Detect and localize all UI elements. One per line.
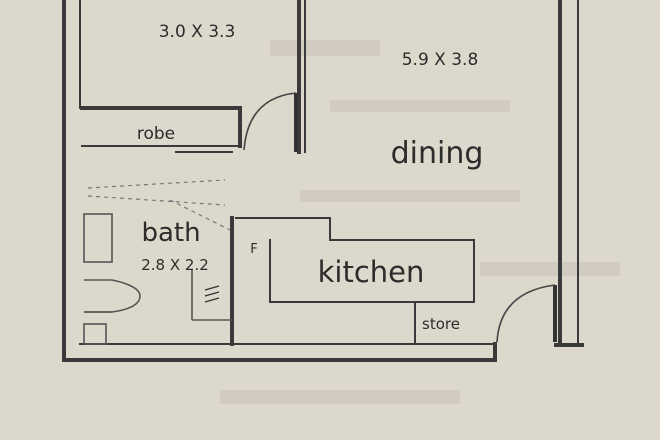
paper-show-through — [300, 190, 520, 202]
paper-show-through — [270, 40, 380, 56]
vanity-icon — [83, 213, 113, 263]
kitchen-walls — [230, 216, 475, 346]
stairs-icon — [204, 285, 220, 303]
robe-label: robe — [137, 124, 175, 144]
outer-walls — [62, 0, 584, 362]
dining-label: dining — [391, 136, 484, 171]
bath-dimensions: 2.8 X 2.2 — [141, 256, 209, 274]
kitchen-label: kitchen — [318, 255, 425, 289]
bath-fixtures — [83, 213, 232, 345]
paper-show-through — [220, 390, 460, 404]
bedroom-door-swing-icon — [243, 92, 298, 152]
store-label: store — [422, 315, 460, 333]
bedroom-dimensions: 3.0 X 3.3 — [159, 22, 236, 42]
entry-door-swing-icon — [496, 284, 557, 343]
paper-show-through — [480, 262, 620, 276]
fridge-mark: F — [250, 242, 257, 257]
paper-show-through — [330, 100, 510, 112]
bath-label: bath — [141, 218, 200, 248]
bath-corner-box — [83, 323, 107, 345]
dashed-lines — [87, 179, 231, 231]
bedroom-walls — [80, 0, 306, 154]
toilet-icon — [84, 279, 141, 313]
dining-dimensions: 5.9 X 3.8 — [402, 50, 479, 70]
